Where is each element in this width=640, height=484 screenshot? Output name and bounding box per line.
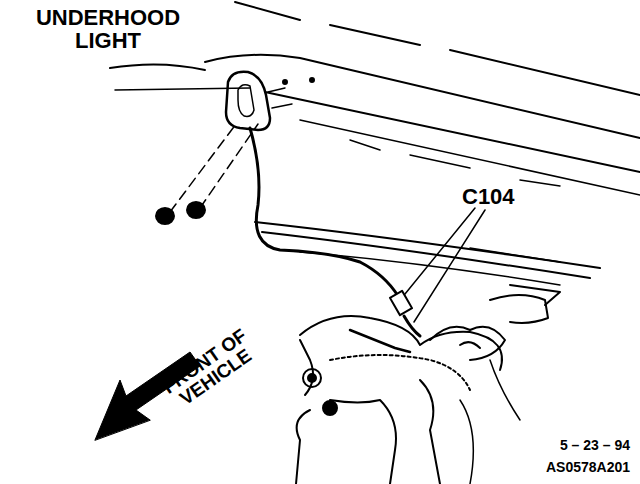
connector-id: C104 [462, 186, 542, 208]
date-note: 5 – 23 – 94 [520, 438, 630, 452]
part-name: UNDERHOOD LIGHT [8, 6, 208, 52]
figure-code: AS0578A201 [490, 460, 630, 474]
